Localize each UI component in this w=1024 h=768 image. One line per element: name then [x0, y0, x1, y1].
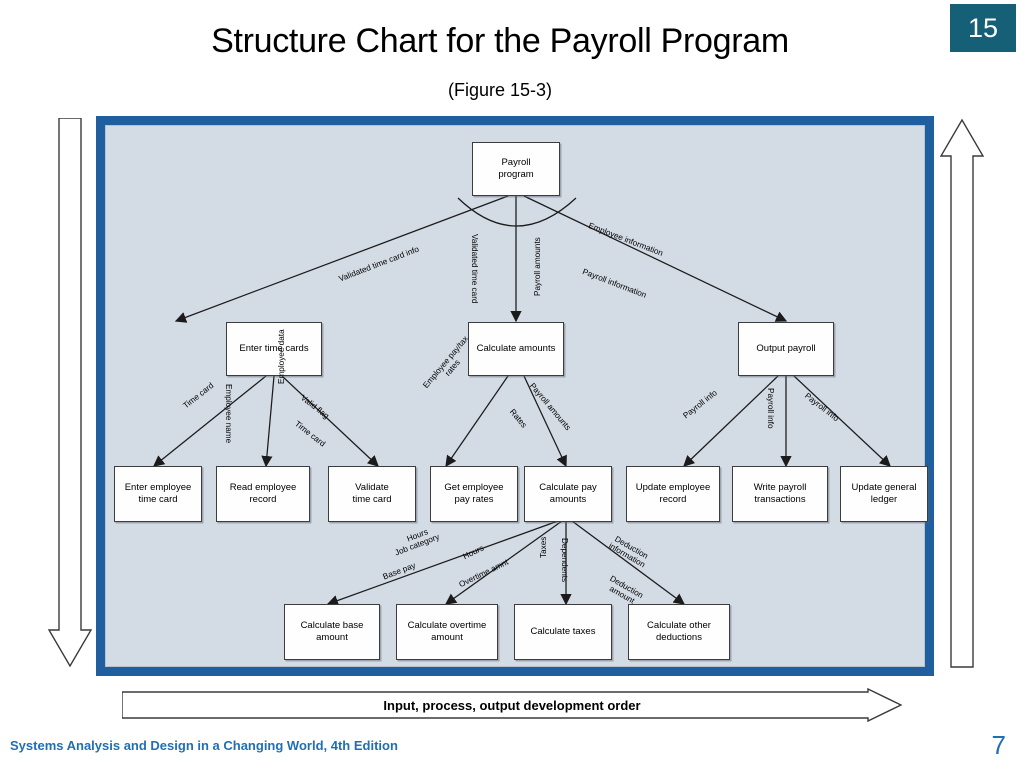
book-reference: Systems Analysis and Design in a Changin… — [10, 738, 398, 753]
node-label: Calculate overtime amount — [407, 620, 487, 643]
node-label: Read employee record — [229, 482, 297, 505]
couple-payroll-amounts-root: Payroll amounts — [533, 237, 542, 296]
node-label: Enter time cards — [239, 343, 309, 355]
right-arrow-icon — [121, 687, 903, 723]
couple-dependents: Dependents — [560, 538, 569, 583]
node-label: Payroll program — [498, 157, 534, 180]
couple-employee-data: Employee data — [277, 329, 286, 384]
node-label: Calculate taxes — [530, 626, 596, 638]
node-label: Validate time card — [352, 482, 392, 505]
structure-chart-canvas: Payroll program Enter time cards Calcula… — [105, 125, 928, 667]
node-update-employee-record[interactable]: Update employee record — [626, 466, 720, 522]
node-update-general-ledger[interactable]: Update general ledger — [840, 466, 928, 522]
node-label: Write payroll transactions — [753, 482, 807, 505]
chapter-badge: 15 — [950, 4, 1016, 52]
page-title: Structure Chart for the Payroll Program — [211, 22, 789, 60]
afferent-curve — [457, 197, 577, 227]
node-label: Enter employee time card — [124, 482, 192, 505]
couple-taxes: Taxes — [539, 536, 548, 558]
couple-employee-name: Employee name — [224, 384, 233, 444]
node-calculate-other-deductions[interactable]: Calculate other deductions — [628, 604, 730, 660]
node-calculate-overtime-amount[interactable]: Calculate overtime amount — [396, 604, 498, 660]
node-payroll-program[interactable]: Payroll program — [472, 142, 560, 196]
couple-payroll-info-2: Payroll info — [766, 388, 775, 429]
node-label: Update general ledger — [851, 482, 917, 505]
node-calculate-taxes[interactable]: Calculate taxes — [514, 604, 612, 660]
up-arrow-icon — [940, 118, 984, 668]
node-label: Calculate other deductions — [647, 620, 711, 643]
down-arrow-icon — [48, 118, 92, 668]
node-output-payroll[interactable]: Output payroll — [738, 322, 834, 376]
figure-caption: (Figure 15-3) — [447, 80, 553, 100]
node-calculate-base-amount[interactable]: Calculate base amount — [284, 604, 380, 660]
node-read-employee-record[interactable]: Read employee record — [216, 466, 310, 522]
input-process-output-development-order-arrow: Input, process, output development order — [121, 687, 903, 723]
node-get-employee-pay-rates[interactable]: Get employee pay rates — [430, 466, 518, 522]
node-write-payroll-transactions[interactable]: Write payroll transactions — [732, 466, 828, 522]
couple-validated-time-card: Validated time card — [470, 234, 479, 304]
top-down-development-order-arrow: Top-down development order — [48, 118, 92, 668]
structure-chart-panel: Payroll program Enter time cards Calcula… — [96, 116, 934, 676]
node-enter-employee-time-card[interactable]: Enter employee time card — [114, 466, 202, 522]
node-label: Output payroll — [756, 343, 816, 355]
node-validate-time-card[interactable]: Validate time card — [328, 466, 416, 522]
node-enter-time-cards[interactable]: Enter time cards — [226, 322, 322, 376]
node-label: Get employee pay rates — [444, 482, 504, 505]
node-label: Update employee record — [635, 482, 711, 505]
bottom-arrow-label: Input, process, output development order — [383, 697, 641, 713]
node-label: Calculate pay amounts — [539, 482, 597, 505]
connector-layer — [153, 195, 891, 606]
node-calculate-pay-amounts[interactable]: Calculate pay amounts — [524, 466, 612, 522]
node-label: Calculate amounts — [476, 343, 556, 355]
page-number: 7 — [991, 730, 1006, 760]
node-label: Calculate base amount — [300, 620, 364, 643]
node-calculate-amounts[interactable]: Calculate amounts — [468, 322, 564, 376]
bottom-up-development-order-arrow: Bottom-up development order — [855, 118, 984, 668]
